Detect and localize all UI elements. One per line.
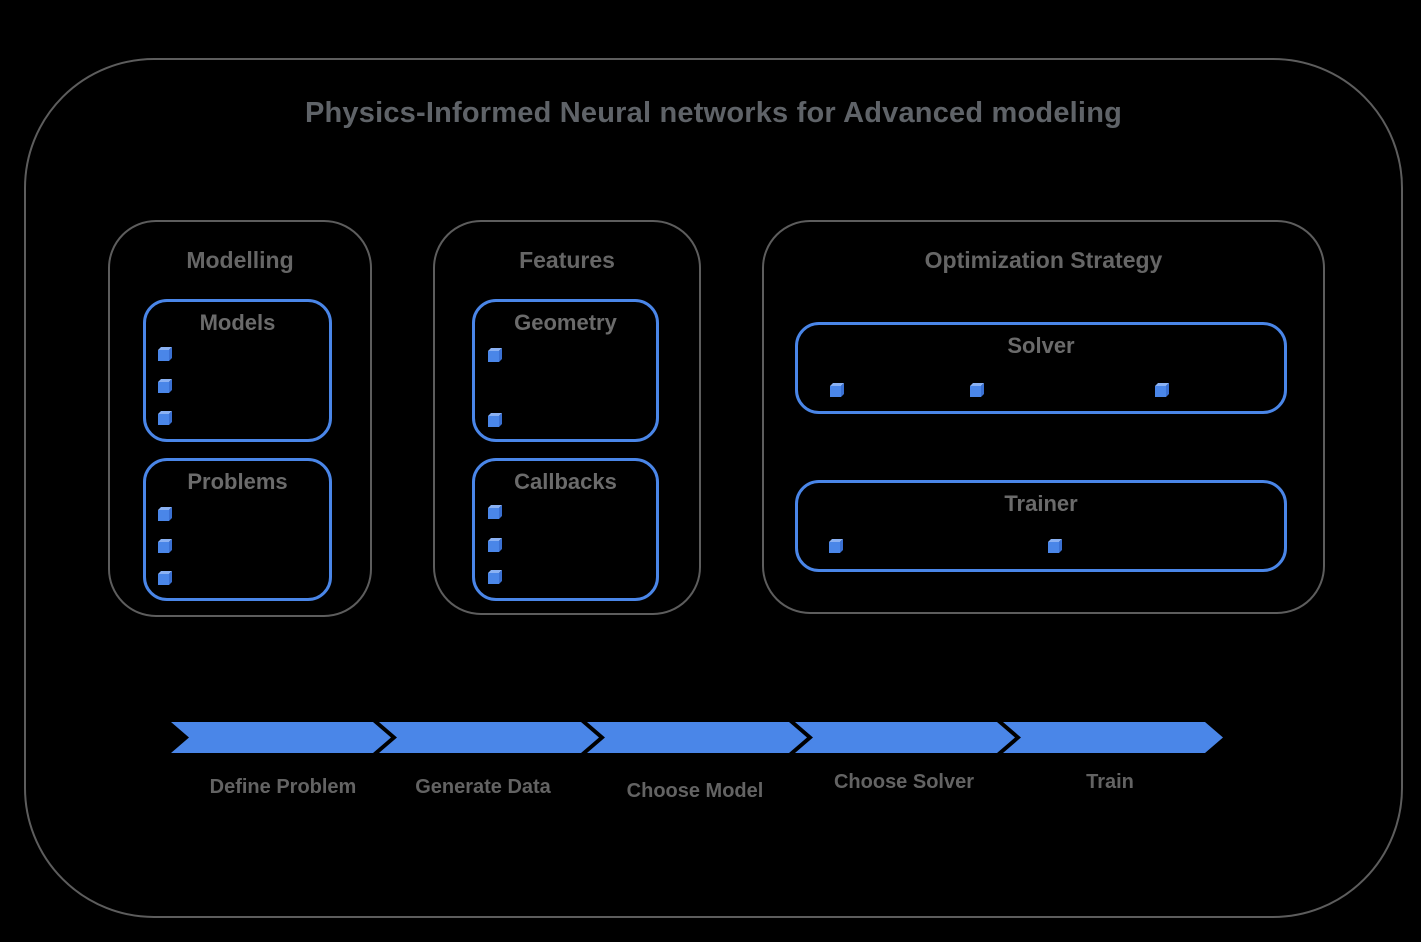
box-title-problems: Problems — [187, 469, 288, 494]
group-title-modelling: Modelling — [186, 247, 294, 273]
box-geometry: Geometry — [472, 299, 659, 442]
box-title-trainer: Trainer — [1004, 491, 1078, 516]
cube-icon — [1155, 386, 1166, 397]
flow-chevron-choose-model — [587, 722, 807, 753]
box-callbacks: Callbacks — [472, 458, 659, 601]
group-features: Features — [433, 220, 701, 615]
flow-chevron-choose-solver — [795, 722, 1015, 753]
cube-icon — [488, 541, 499, 552]
cube-icon — [488, 351, 499, 362]
cube-icon — [829, 542, 840, 553]
flow-label-generate-data: Generate Data — [415, 776, 551, 798]
outer-frame — [24, 58, 1403, 918]
diagram-title: Physics-Informed Neural networks for Adv… — [304, 97, 1123, 129]
box-trainer: Trainer — [795, 480, 1287, 572]
flow-label-define-problem: Define Problem — [209, 776, 357, 798]
flow-chevron-generate-data — [379, 722, 599, 753]
group-modelling: Modelling — [108, 220, 372, 617]
cube-icon — [158, 510, 169, 521]
cube-icon — [158, 350, 169, 361]
group-optimization: Optimization Strategy — [762, 220, 1325, 614]
cube-icon — [830, 386, 841, 397]
cube-icon — [158, 414, 169, 425]
process-flow — [171, 722, 1223, 753]
box-title-geometry: Geometry — [514, 310, 617, 335]
flow-chevron-train — [1003, 722, 1223, 753]
group-title-features: Features — [519, 247, 615, 273]
box-title-callbacks: Callbacks — [514, 469, 617, 494]
cube-icon — [158, 574, 169, 585]
cube-icon — [158, 382, 169, 393]
group-title-optimization: Optimization Strategy — [924, 247, 1163, 273]
cube-icon — [158, 542, 169, 553]
box-models: Models — [143, 299, 332, 442]
box-solver: Solver — [795, 322, 1287, 414]
flow-label-choose-solver: Choose Solver — [833, 771, 975, 793]
cube-icon — [488, 416, 499, 427]
box-title-solver: Solver — [1007, 333, 1075, 358]
cube-icon — [1048, 542, 1059, 553]
box-problems: Problems — [143, 458, 332, 601]
box-title-models: Models — [199, 310, 276, 335]
cube-icon — [488, 573, 499, 584]
flow-chevron-define-problem — [171, 722, 391, 753]
flow-label-train: Train — [1086, 771, 1134, 793]
cube-icon — [488, 508, 499, 519]
cube-icon — [970, 386, 981, 397]
flow-label-choose-model: Choose Model — [626, 780, 764, 802]
